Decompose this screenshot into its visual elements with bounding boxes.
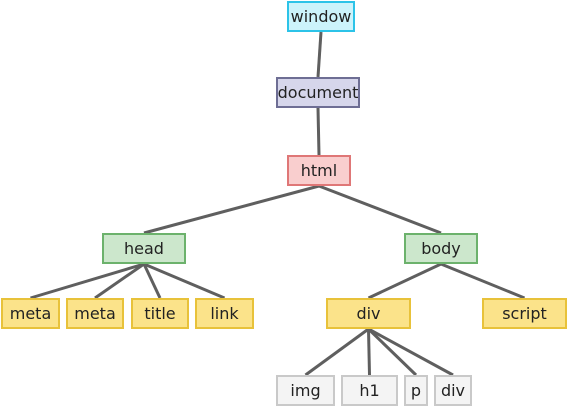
edge-document-html <box>316 107 321 156</box>
node-window: window <box>287 1 355 32</box>
node-label: window <box>290 6 352 26</box>
node-meta: meta <box>1 298 60 329</box>
edge-head-title <box>142 263 162 299</box>
node-title: title <box>131 298 189 329</box>
node-label: title <box>144 303 176 323</box>
node-label: div <box>440 380 466 400</box>
node-label: script <box>502 303 547 323</box>
edge-body-script <box>440 262 526 300</box>
node-label: h1 <box>359 380 380 400</box>
node-link: link <box>195 298 254 329</box>
edge-window-document <box>316 31 323 78</box>
node-head: head <box>102 233 186 264</box>
node-label: document <box>277 82 359 102</box>
edge-head-link <box>143 262 226 300</box>
node-html: html <box>287 155 351 186</box>
node-label: link <box>210 303 239 323</box>
edge-div-div2 <box>367 327 454 377</box>
node-label: html <box>300 160 338 180</box>
node-img: img <box>276 375 335 406</box>
edge-head-meta1 <box>30 262 145 300</box>
edge-head-meta2 <box>94 262 145 300</box>
node-div: div <box>326 298 411 329</box>
edge-div-h1 <box>367 328 371 376</box>
node-document: document <box>276 77 360 108</box>
node-label: body <box>421 238 461 258</box>
node-label: img <box>290 380 321 400</box>
edge-div-p <box>367 327 418 377</box>
node-label: div <box>356 303 381 323</box>
edge-html-body <box>318 184 442 235</box>
edge-body-div <box>367 262 442 300</box>
node-body: body <box>404 233 478 264</box>
node-label: meta <box>74 303 116 323</box>
node-label: p <box>410 380 422 400</box>
node-script: script <box>482 298 567 329</box>
edge-html-head <box>143 184 320 235</box>
node-meta: meta <box>66 298 124 329</box>
edge-div-img <box>304 327 370 377</box>
node-div: div <box>434 375 472 406</box>
node-label: head <box>124 238 164 258</box>
node-p: p <box>404 375 428 406</box>
node-h1: h1 <box>341 375 398 406</box>
node-label: meta <box>9 303 52 323</box>
